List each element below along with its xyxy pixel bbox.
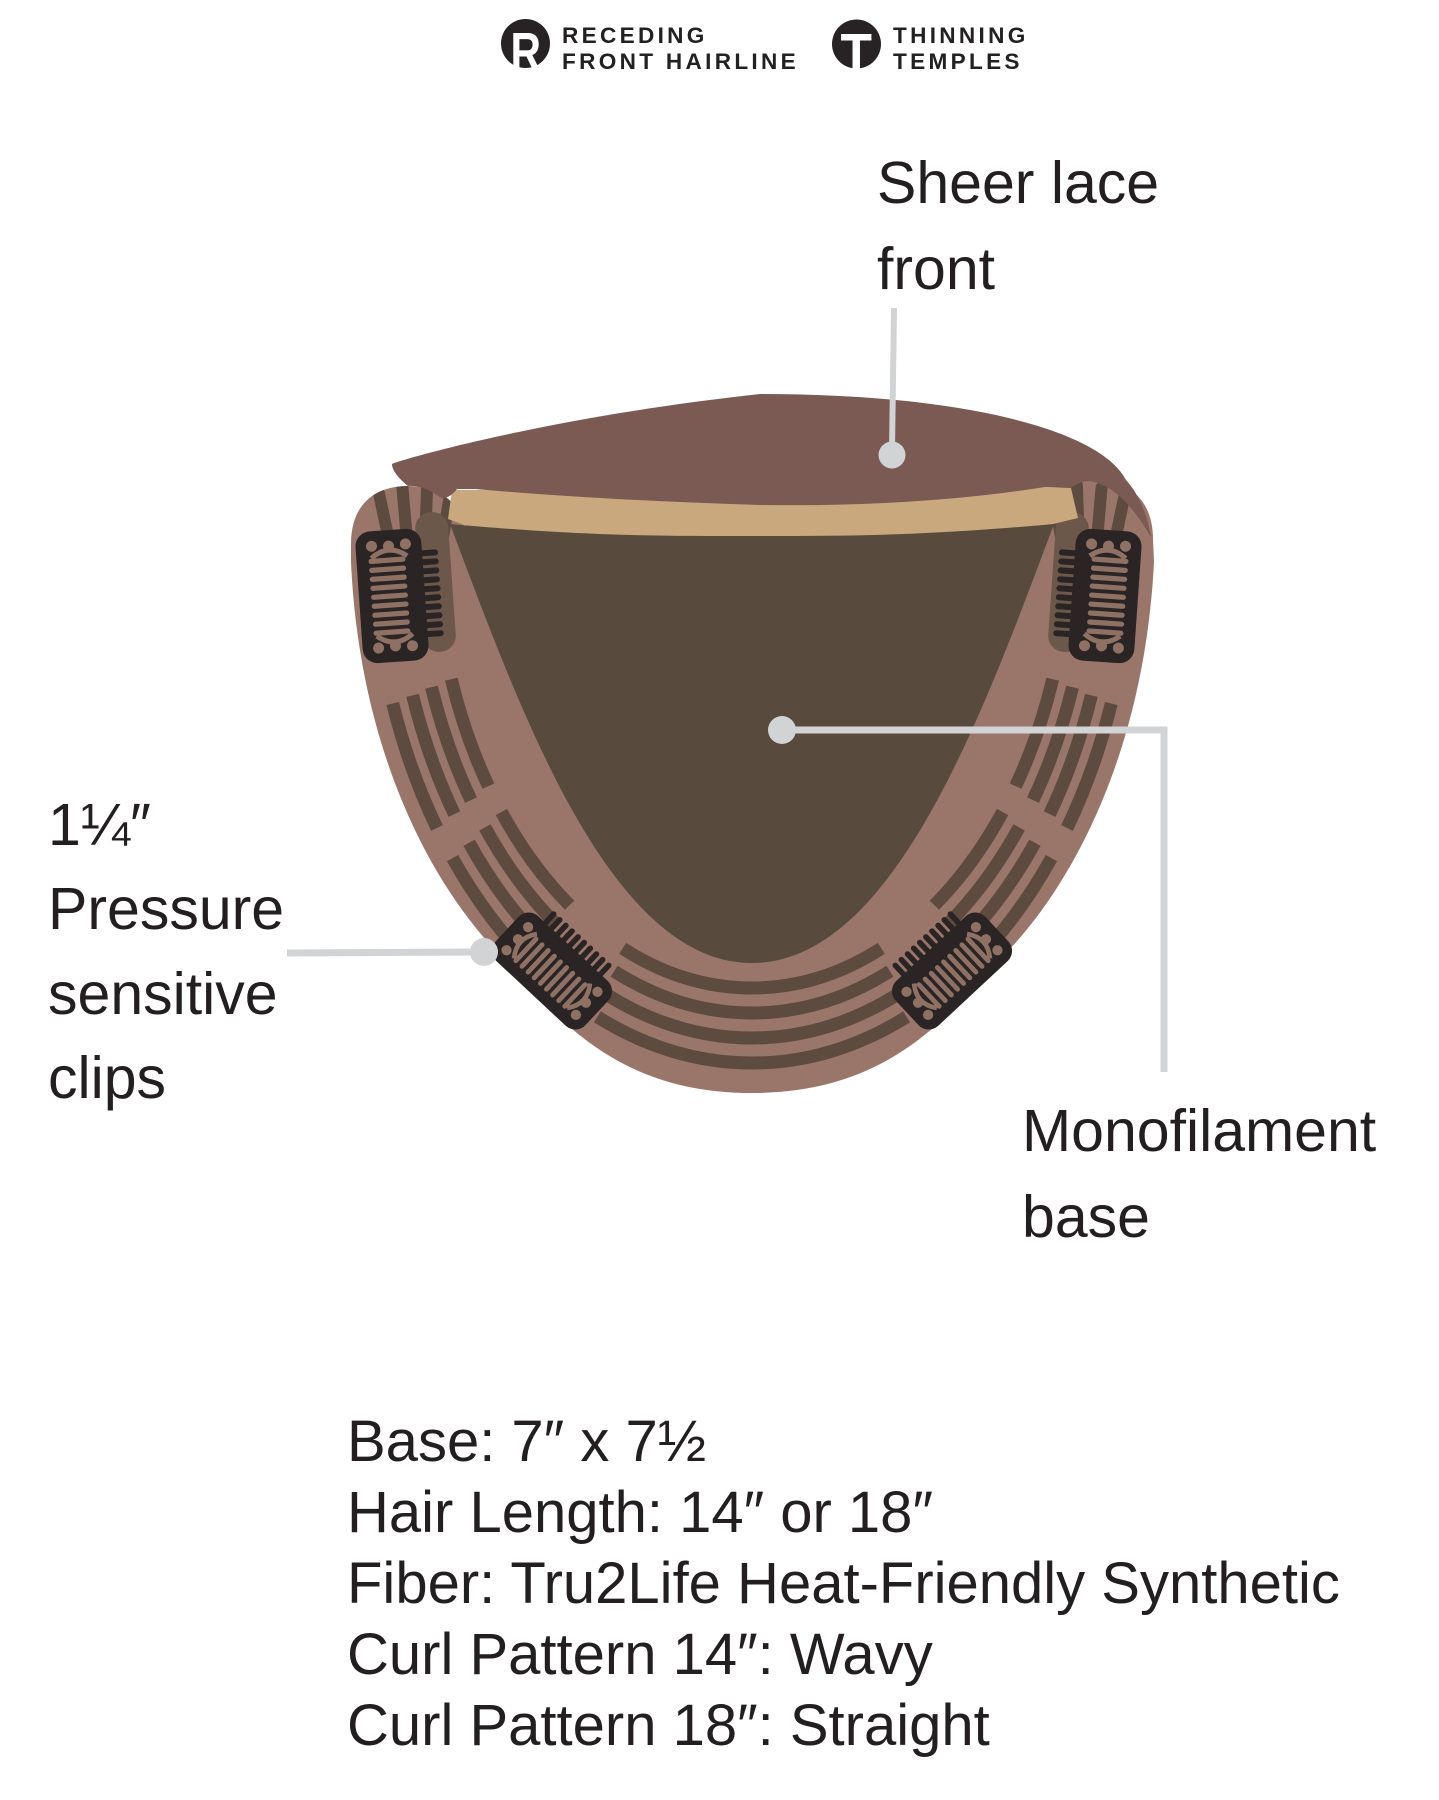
svg-text:Curl Pattern 14″: Wavy: Curl Pattern 14″: Wavy xyxy=(347,1622,933,1687)
svg-text:Fiber: Tru2Life Heat-Friendly: Fiber: Tru2Life Heat-Friendly Synthetic xyxy=(347,1551,1340,1616)
svg-text:1¼″: 1¼″ xyxy=(48,792,151,858)
svg-text:Base: 7″ x 7½: Base: 7″ x 7½ xyxy=(347,1409,706,1474)
svg-text:R: R xyxy=(511,21,542,83)
svg-text:sensitive: sensitive xyxy=(48,961,278,1027)
svg-text:T: T xyxy=(841,23,873,88)
svg-text:Hair Length: 14″ or 18″: Hair Length: 14″ or 18″ xyxy=(347,1480,933,1545)
svg-text:base: base xyxy=(1022,1184,1150,1250)
svg-text:FRONT HAIRLINE: FRONT HAIRLINE xyxy=(562,49,799,74)
svg-text:Sheer lace: Sheer lace xyxy=(877,150,1159,216)
svg-text:clips: clips xyxy=(48,1045,166,1111)
svg-text:Monofilament: Monofilament xyxy=(1022,1098,1376,1164)
svg-text:Curl Pattern 18″: Straight: Curl Pattern 18″: Straight xyxy=(347,1693,990,1758)
svg-text:THINNING: THINNING xyxy=(893,23,1029,48)
svg-text:RECEDING: RECEDING xyxy=(562,23,708,48)
svg-text:front: front xyxy=(877,236,995,302)
svg-text:Pressure: Pressure xyxy=(48,876,284,942)
svg-text:TEMPLES: TEMPLES xyxy=(893,49,1023,74)
